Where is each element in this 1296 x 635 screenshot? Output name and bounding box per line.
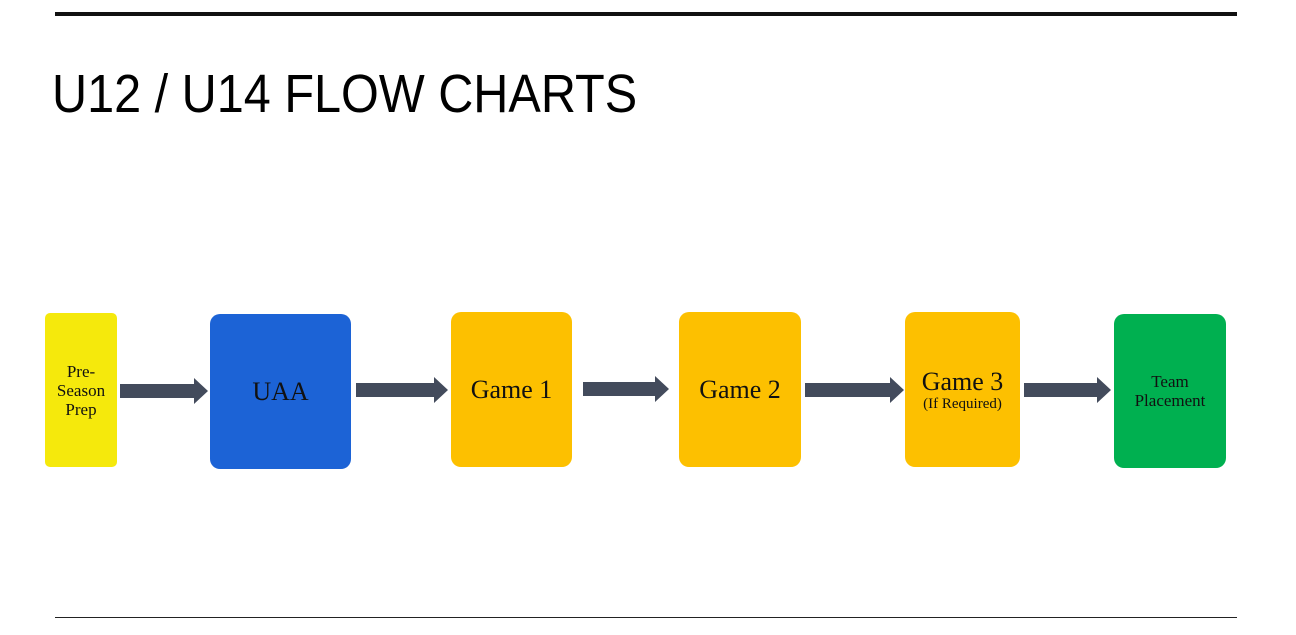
step-uaa: UAA [210,314,351,469]
step-label-line: Season [56,380,106,400]
step-label: Game 2 [699,374,781,404]
arrow-4 [805,377,904,403]
step-label: Game 3 [921,366,1004,396]
step-sublabel: (If Required) [923,395,1002,412]
step-game-2: Game 2 [679,312,801,467]
step-pre-season-prep: Pre- Season Prep [45,313,117,467]
step-label-line: Prep [65,399,97,419]
arrow-2 [356,377,448,403]
step-label-line: Pre- [66,361,96,381]
arrow-5 [1024,377,1111,403]
step-label: UAA [252,376,309,406]
page-title: U12 / U14 FLOW CHARTS [52,64,638,124]
step-game-3: Game 3 (If Required) [905,312,1020,467]
top-rule [55,12,1237,16]
step-label-line: Placement [1134,391,1206,410]
step-team-placement: Team Placement [1114,314,1226,468]
step-game-1: Game 1 [451,312,572,467]
step-label: Game 1 [470,374,553,404]
arrow-1 [120,378,208,404]
step-label-line: Team [1151,372,1189,391]
arrow-3 [583,376,669,402]
bottom-rule [55,617,1237,618]
